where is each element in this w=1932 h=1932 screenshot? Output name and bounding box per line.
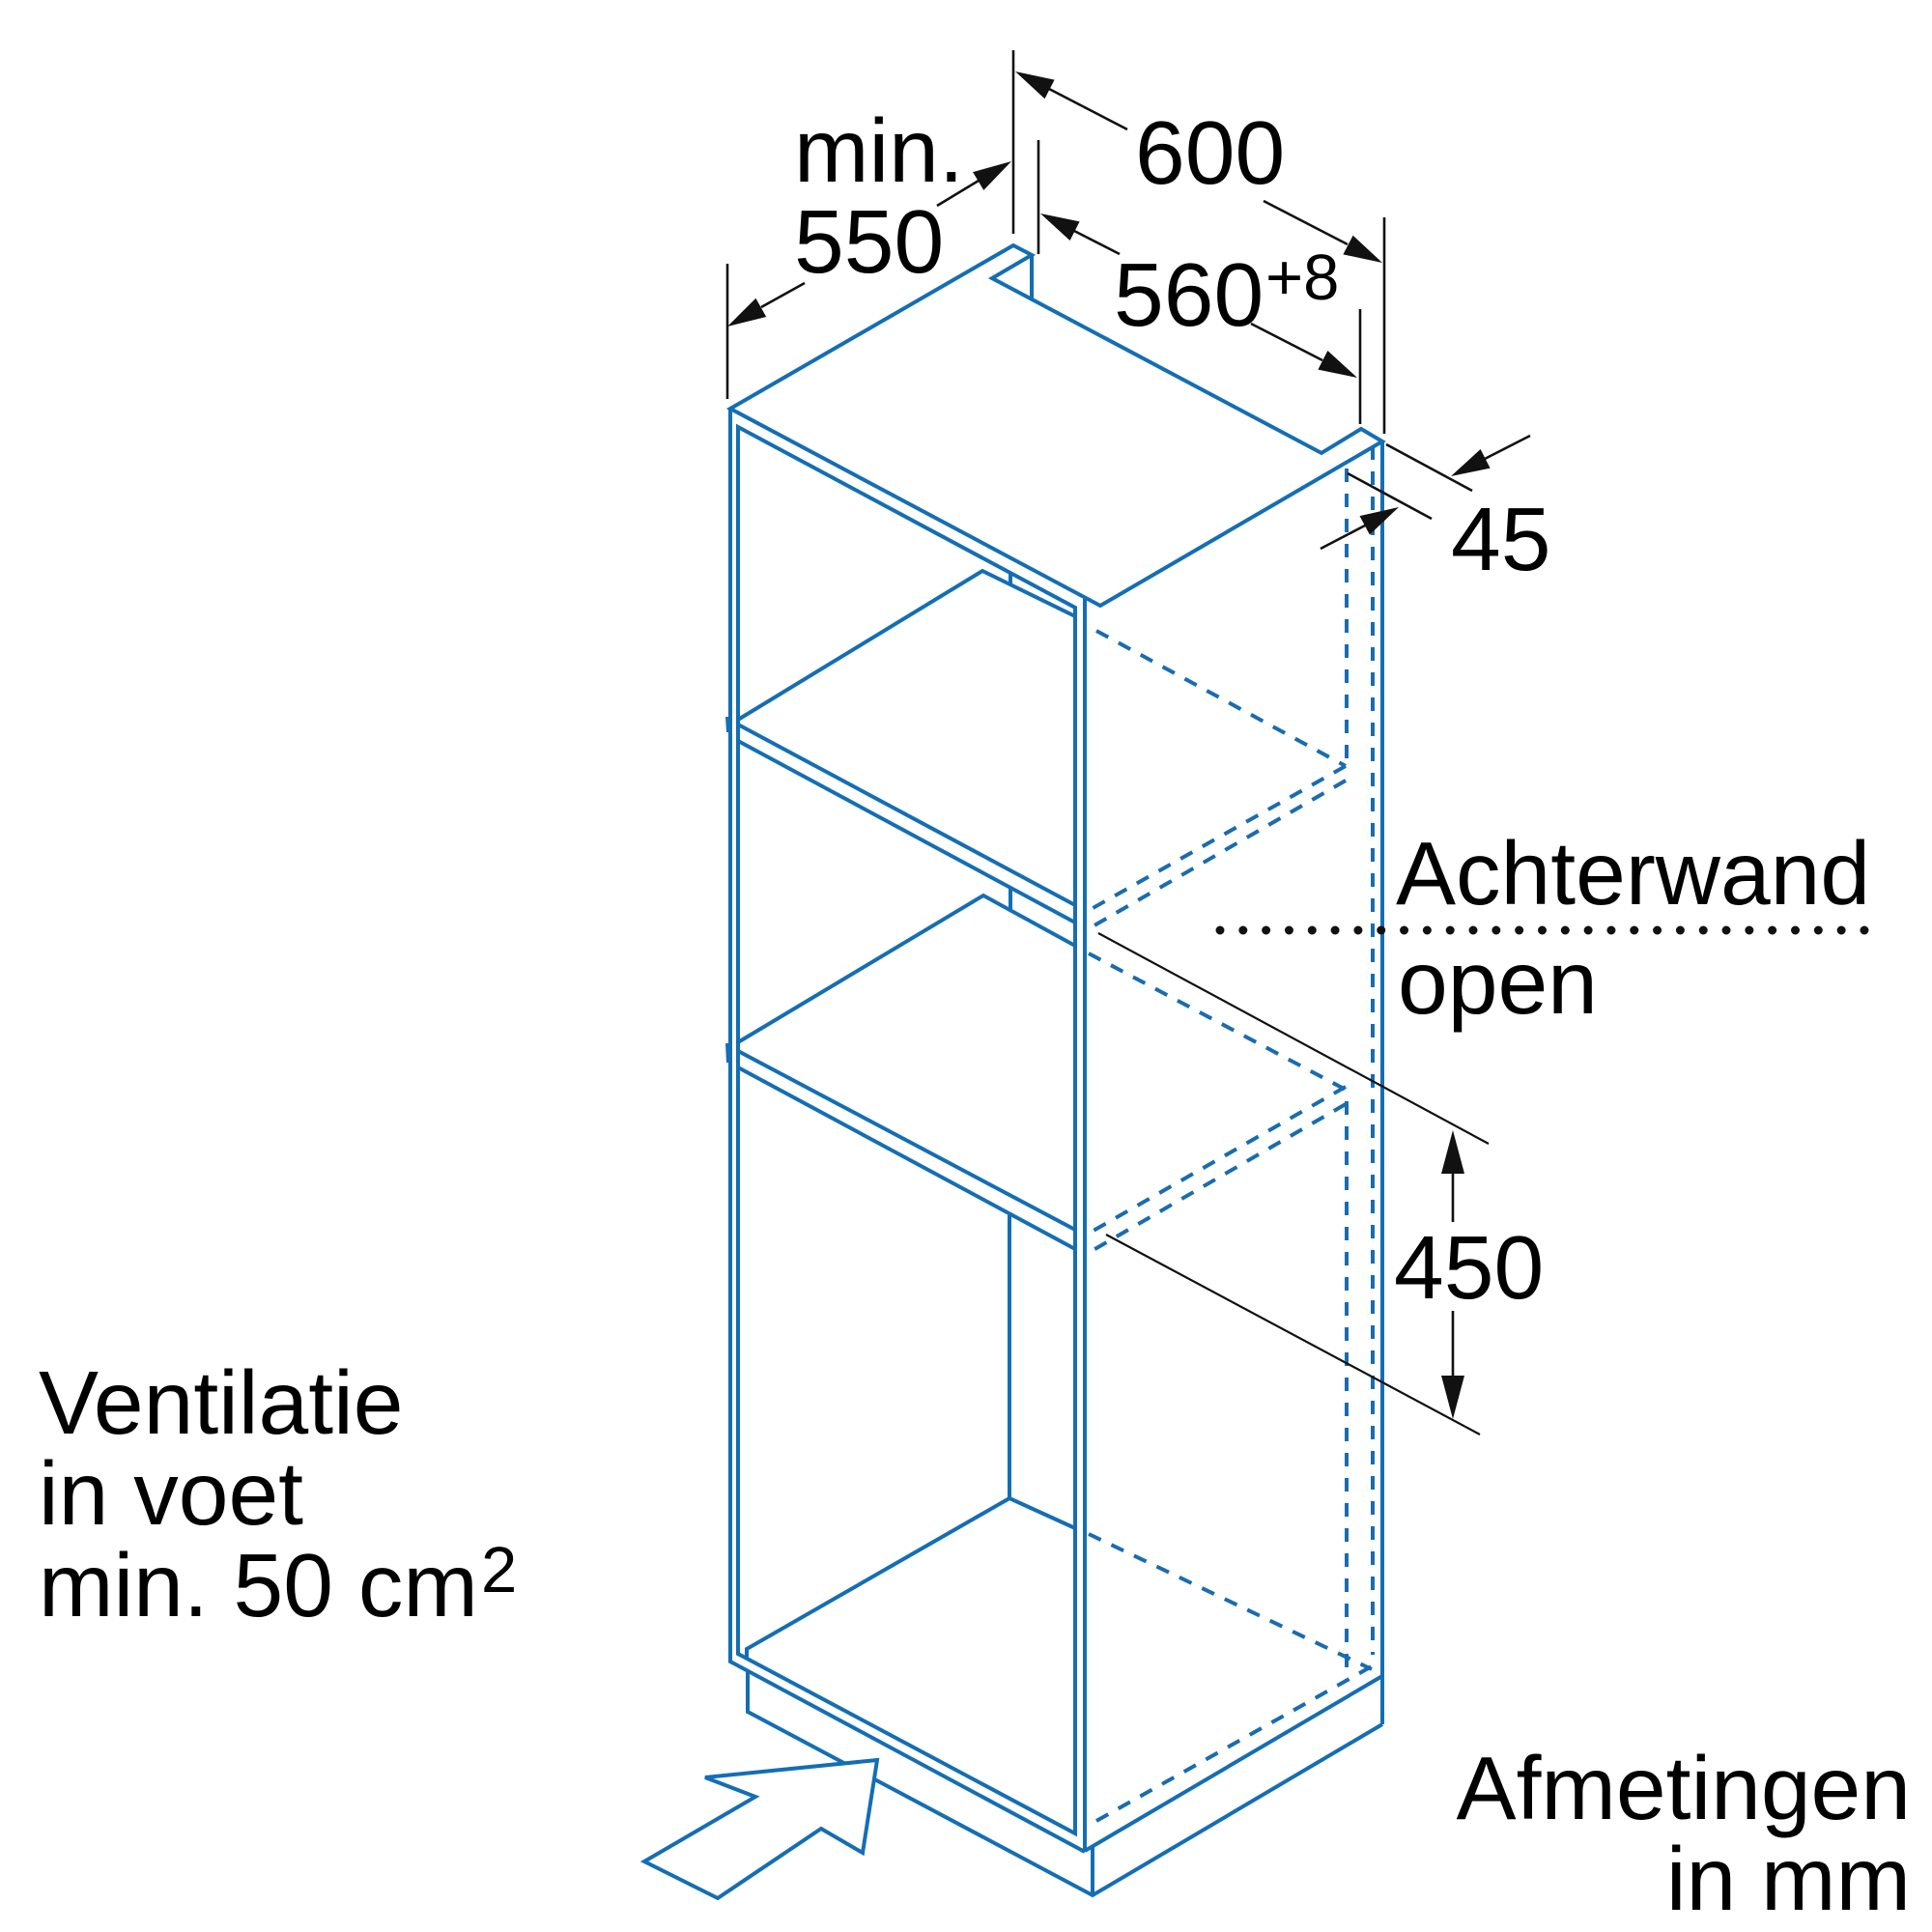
shelf-upper-front-bottom — [737, 739, 1076, 924]
arrowhead-icon — [1040, 213, 1080, 241]
hidden-bottom-back — [1088, 1532, 1373, 1671]
top-panel-outline — [725, 242, 1386, 609]
outer-left-edge — [728, 409, 1086, 1854]
arrowhead-icon — [1451, 449, 1491, 476]
units-note: Afmetingen in mm — [1457, 1738, 1911, 1929]
shelf-middle — [725, 888, 1076, 1251]
extension-line-upper — [1097, 932, 1490, 1145]
extension-line-inner — [1347, 471, 1433, 521]
arrowhead-icon — [727, 298, 767, 327]
arrowhead-icon — [1359, 507, 1399, 535]
cabinet — [725, 242, 1386, 1898]
bottom-panel — [745, 1495, 1076, 1659]
back-wall-label-line2: open — [1398, 932, 1598, 1033]
back-wall-label: Achterwand open — [1215, 823, 1871, 1033]
dimension-shelf-gap: 450 — [1097, 932, 1544, 1435]
back-wall-label-line1: Achterwand — [1396, 823, 1870, 923]
shelf-middle-support — [725, 1042, 730, 1064]
shelf-gap-value: 450 — [1394, 1217, 1544, 1318]
ventilation-label-line2: in voet — [39, 1443, 303, 1544]
shelf-upper-front-top — [737, 723, 1076, 907]
dimension-overall-width: 600 — [1011, 50, 1386, 434]
inner-front-opening — [736, 423, 1077, 1837]
dimension-niche-width: 560 +8 — [1037, 140, 1362, 424]
airflow-arrow-icon — [639, 1757, 880, 1901]
dimension-line — [1048, 87, 1349, 246]
dimension-line — [760, 179, 980, 309]
shelf-upper-support — [725, 716, 730, 733]
hidden-lines — [1087, 446, 1375, 1823]
arrowhead-icon — [1318, 351, 1357, 378]
units-note-line1: Afmetingen — [1457, 1738, 1911, 1838]
ventilation-label-line3: min. 50 cm — [39, 1535, 478, 1635]
hidden-shelf-upper-side-top — [1087, 764, 1347, 913]
hidden-shelf-upper-back — [1095, 629, 1347, 768]
arrowhead-icon — [1343, 235, 1382, 263]
arrowhead-icon — [1441, 1130, 1464, 1174]
units-note-line2: in mm — [1666, 1829, 1911, 1929]
niche-width-value: 560 — [1114, 244, 1264, 345]
plinth — [746, 1671, 1384, 1898]
shelf-middle-front-bottom — [737, 1065, 1076, 1251]
extension-line-outer — [1385, 442, 1473, 493]
niche-width-tolerance: +8 — [1265, 242, 1339, 314]
min-depth-value: 550 — [794, 191, 944, 292]
min-depth-prefix: min. — [794, 100, 964, 201]
arrowhead-icon — [973, 161, 1011, 190]
hidden-shelf-middle-back — [1088, 952, 1347, 1092]
ventilation-label-line1: Ventilatie — [39, 1352, 403, 1453]
hidden-bottom-side — [1095, 1664, 1373, 1823]
ventilation-label: Ventilatie in voet min. 50 cm 2 — [39, 1352, 517, 1635]
bottom-right-edge — [1083, 1674, 1384, 1853]
rear-gap-value: 45 — [1451, 489, 1550, 589]
arrowhead-icon — [1015, 71, 1055, 99]
dimension-min-depth: min. 550 — [725, 100, 1011, 399]
shelf-middle-front-top — [737, 1049, 1076, 1232]
hidden-shelf-middle-side-top — [1091, 1085, 1347, 1234]
plinth-outline — [746, 1671, 1384, 1898]
shelf-upper-top — [736, 568, 1076, 722]
dimension-rear-gap: 45 — [1320, 434, 1550, 589]
hidden-shelf-middle-side-bottom — [1090, 1102, 1348, 1253]
dimension-line — [1073, 229, 1323, 362]
extension-line-lower — [1105, 1234, 1481, 1435]
arrowhead-icon — [1441, 1376, 1464, 1419]
dimension-line — [1320, 434, 1531, 551]
shelf-upper — [725, 568, 1076, 924]
shelf-middle-top — [736, 893, 1076, 1044]
hidden-shelf-upper-side-bottom — [1087, 779, 1347, 931]
ventilation-label-superscript: 2 — [481, 1534, 517, 1606]
overall-width-value: 600 — [1135, 102, 1285, 203]
